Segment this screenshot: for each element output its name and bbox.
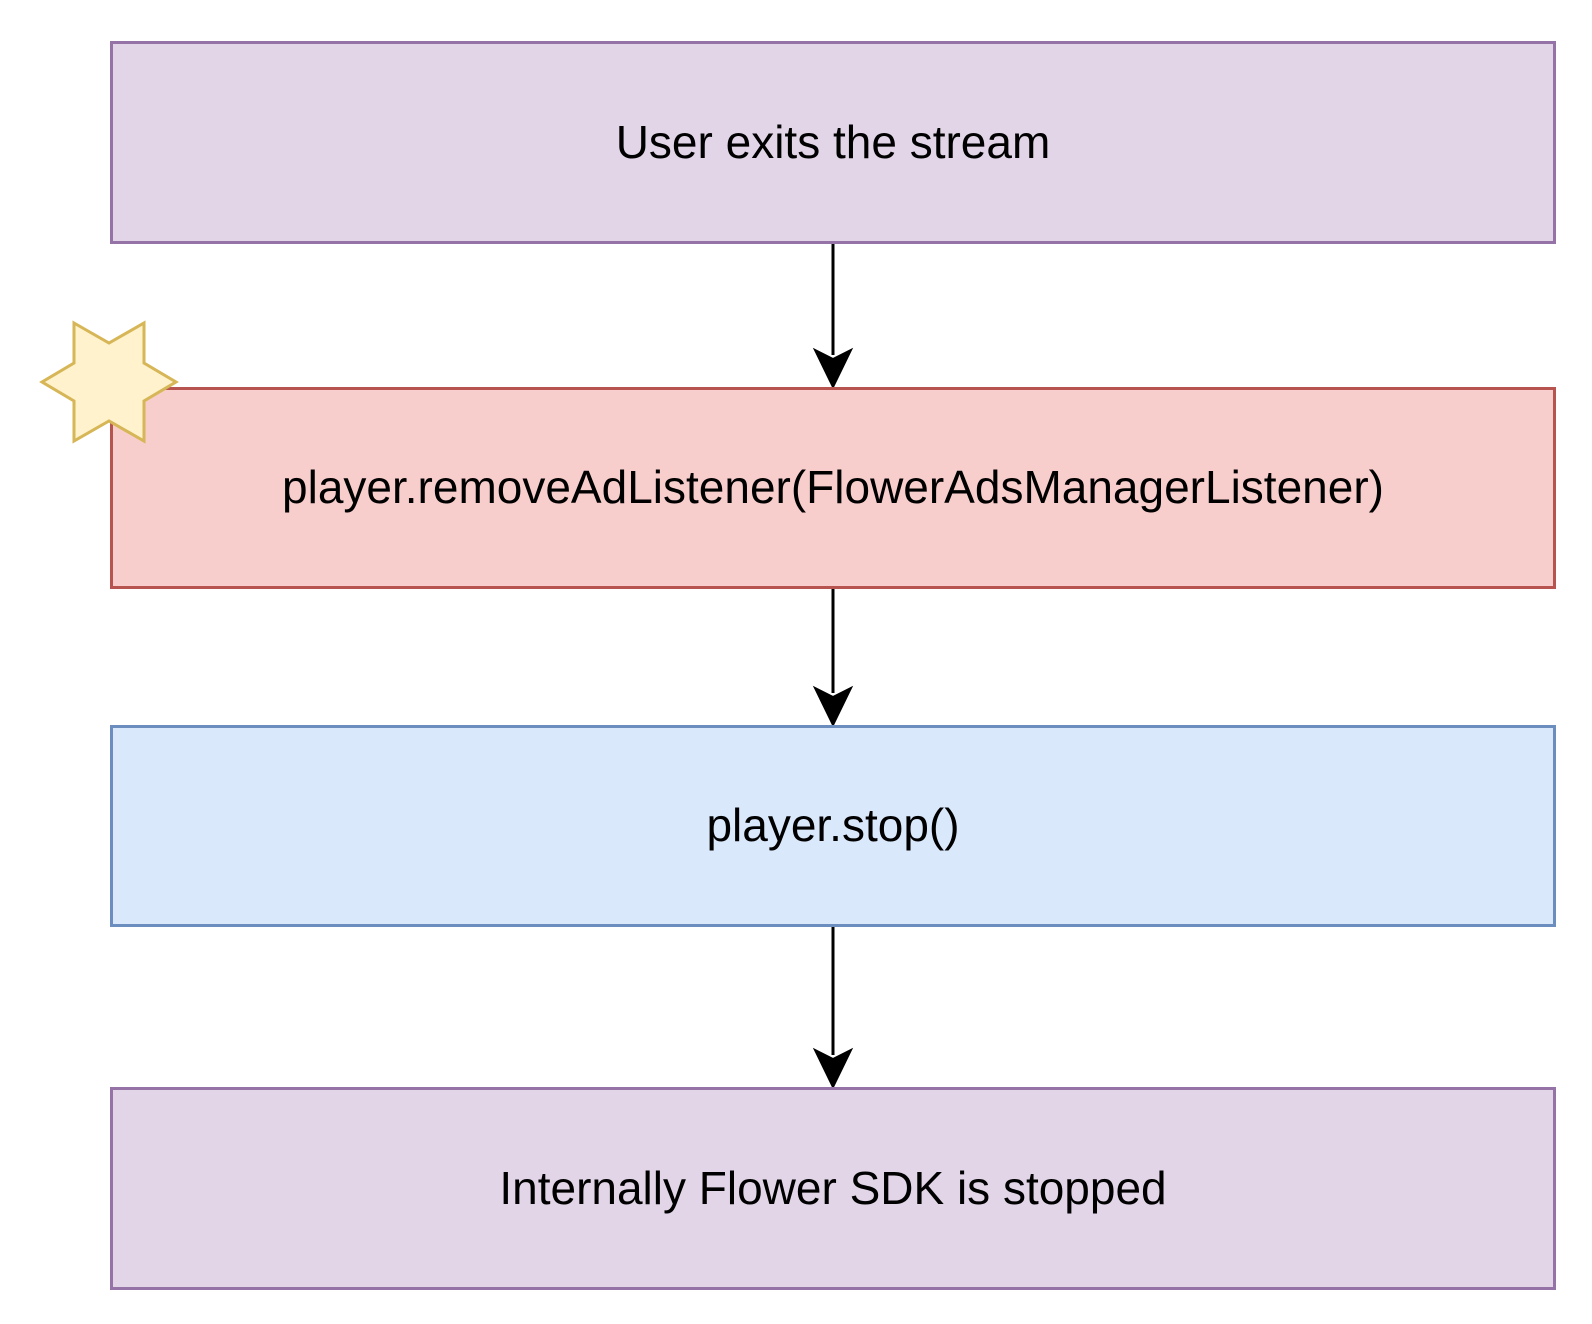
node-player-stop[interactable]: player.stop() xyxy=(110,725,1556,927)
node-user-exits-stream[interactable]: User exits the stream xyxy=(110,41,1556,244)
node-label: User exits the stream xyxy=(615,115,1051,168)
arrowhead-icon xyxy=(812,1047,854,1090)
node-label: player.removeAdListener(FlowerAdsManager… xyxy=(282,461,1384,514)
edge-remove-listener-to-player-stop xyxy=(812,589,854,728)
node-sdk-stopped[interactable]: Internally Flower SDK is stopped xyxy=(110,1087,1556,1290)
edge-user-exits-to-remove-listener xyxy=(812,244,854,390)
node-label: player.stop() xyxy=(706,799,960,852)
node-remove-ad-listener[interactable]: player.removeAdListener(FlowerAdsManager… xyxy=(110,387,1556,589)
arrowhead-icon xyxy=(812,685,854,728)
node-label: Internally Flower SDK is stopped xyxy=(499,1161,1167,1214)
arrowhead-icon xyxy=(812,347,854,390)
edge-player-stop-to-sdk-stopped xyxy=(812,927,854,1090)
star-icon xyxy=(39,320,179,444)
